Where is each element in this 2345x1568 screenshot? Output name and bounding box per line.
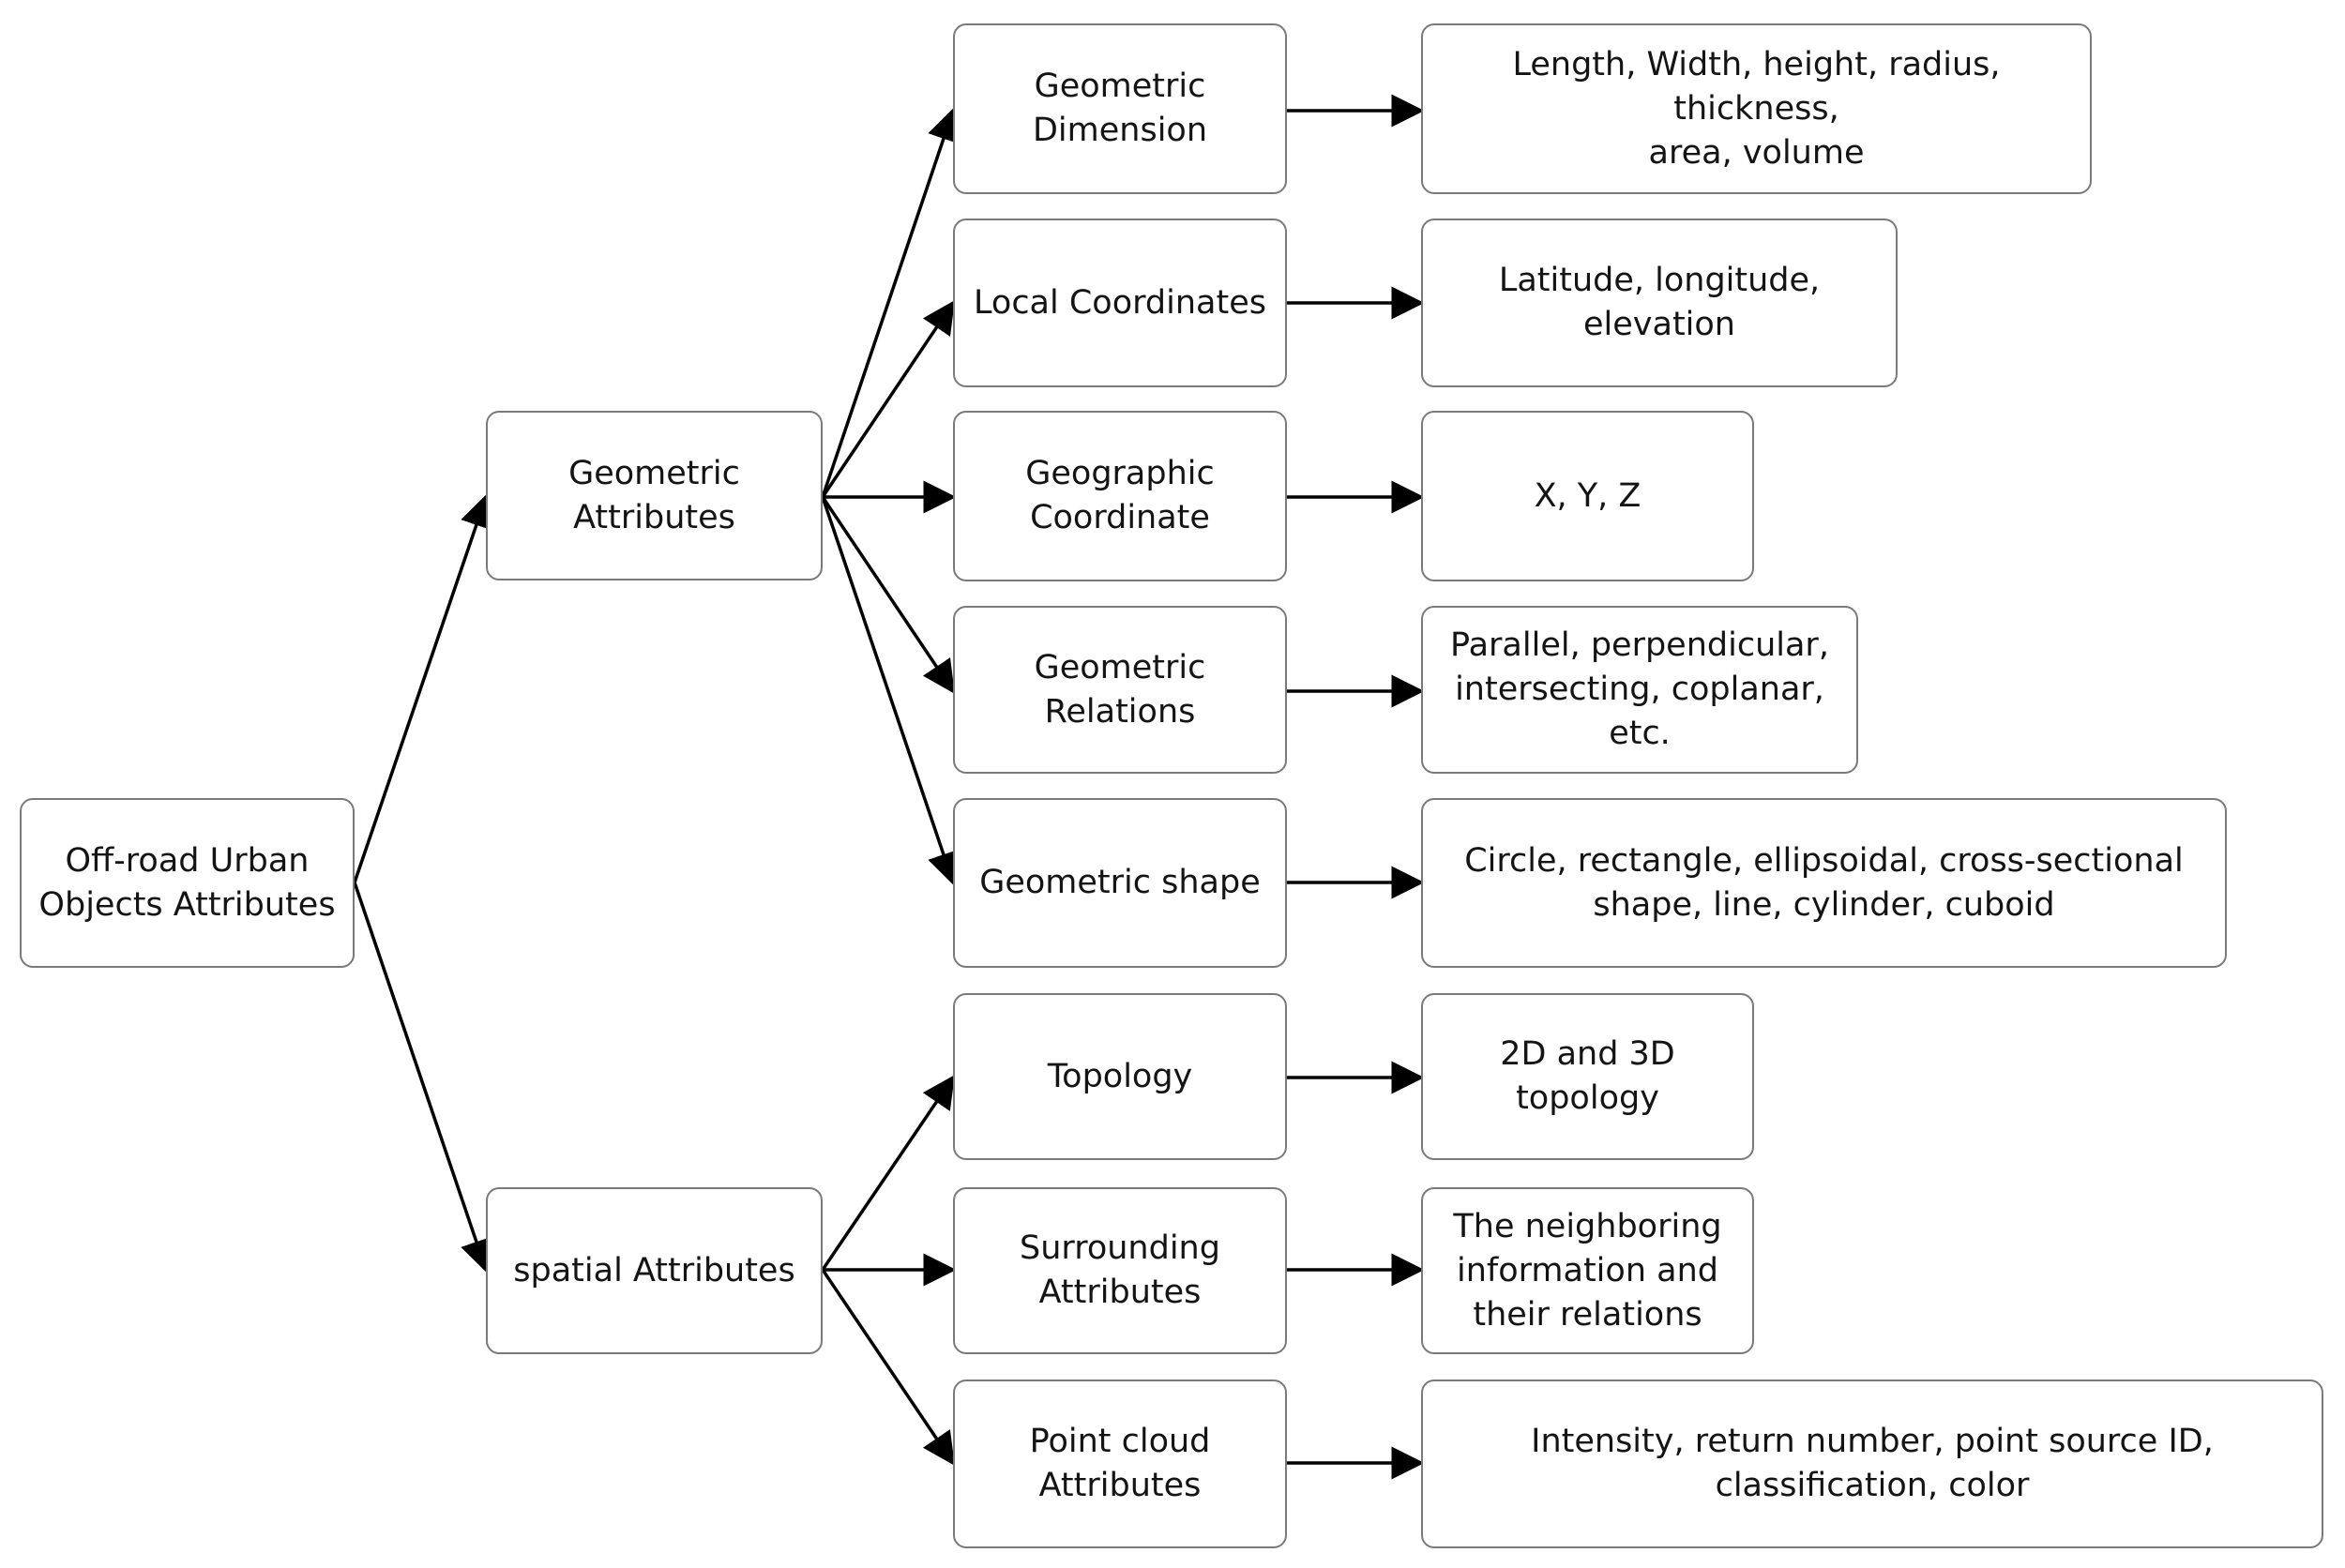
arrow-spatial-to-topology [821, 1075, 955, 1271]
detail-surrounding-attributes: The neighboring information and their re… [1421, 1187, 1754, 1354]
detail-local-coordinates: Latitude, longitude, elevation [1421, 219, 1898, 387]
node-topology: Topology [953, 993, 1287, 1160]
arrow-root-to-spatial [353, 882, 492, 1274]
arrow-geometric-to-relations [821, 496, 955, 694]
node-local-coordinates: Local Coordinates [953, 219, 1287, 387]
node-geometric-dimension: Geometric Dimension [953, 23, 1287, 194]
node-geometric-attributes: Geometric Attributes [486, 411, 823, 580]
arrow-geometric-to-dimension [821, 107, 960, 498]
arrow-geometric-to-local-coordinates [821, 300, 955, 498]
detail-topology: 2D and 3D topology [1421, 993, 1754, 1160]
root-node-off-road-urban-objects-attributes: Off-road Urban Objects Attributes [20, 798, 355, 968]
node-geometric-relations: Geometric Relations [953, 606, 1287, 774]
detail-point-cloud-attributes: Intensity, return number, point source I… [1421, 1380, 2323, 1548]
detail-geometric-relations: Parallel, perpendicular, intersecting, c… [1421, 606, 1858, 774]
node-geometric-shape: Geometric shape [953, 798, 1287, 968]
detail-geographic-coordinate: X, Y, Z [1421, 411, 1754, 581]
arrow-root-to-geometric [353, 493, 492, 883]
detail-geometric-shape: Circle, rectangle, ellipsoidal, cross-se… [1421, 798, 2227, 968]
node-spatial-attributes: spatial Attributes [486, 1187, 823, 1354]
arrow-spatial-to-point-cloud [821, 1269, 955, 1466]
node-point-cloud-attributes: Point cloud Attributes [953, 1380, 1287, 1548]
arrow-geometric-to-shape [821, 496, 960, 886]
node-surrounding-attributes: Surrounding Attributes [953, 1187, 1287, 1354]
node-geographic-coordinate: Geographic Coordinate [953, 411, 1287, 581]
detail-geometric-dimension: Length, Width, height, radius, thickness… [1421, 23, 2092, 194]
